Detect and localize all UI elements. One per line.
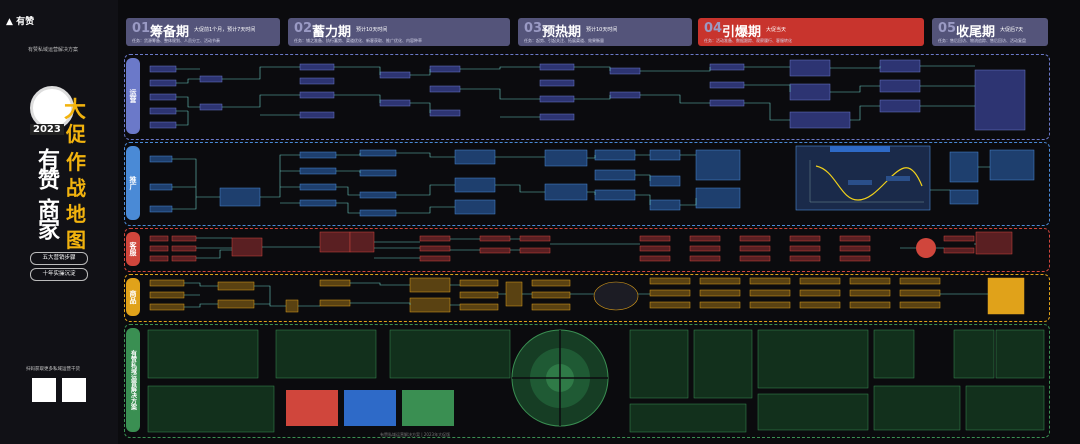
service-hub [916,238,936,258]
title-gold-4: 战 [66,176,86,200]
title-gold-3: 作 [66,150,86,174]
lane-goods [124,274,1050,322]
service-nodes [149,231,1013,262]
lane-label-promo: 推广 [126,146,140,220]
footer-note: 有赞私域运营解决方案 | 2023年大促版 [380,432,451,437]
lane-promo [124,142,1050,226]
pill-experience: 十年实操沉淀 [30,268,88,281]
lane-solution [124,324,1050,438]
promo-nodes [149,149,1035,217]
goods-nodes [149,277,1025,315]
title-line-1: 有赞 [34,148,59,188]
title-gold-2: 促 [66,122,86,146]
year-badge: 2023 [30,124,64,135]
lane-ops [124,54,1050,140]
qr-caption: 扫码获取更多私域运营干货 [26,367,80,372]
card-digital [402,390,454,426]
lane-label-goods: 商品 [126,278,140,316]
lane-label-ops: 运营 [126,58,140,134]
mascot-icon [30,86,74,130]
qr-code-1 [32,378,56,402]
qr-code-2 [62,378,86,402]
subtitle: 有赞私域运营解决方案 [28,47,79,53]
service-links [196,237,976,259]
title-line-2: 商家 [34,198,59,238]
title-gold-1: 大 [64,98,87,123]
chart-panel [795,145,931,211]
title-gold-6: 图 [66,228,86,252]
lane-label-service: 客服 [126,232,140,266]
promo-links [172,152,990,214]
card-dtc [344,390,396,426]
solution-wheel [511,329,609,427]
goods-links [184,282,988,308]
solution-cards [147,329,1045,433]
brand-logo: ▲ 有赞 [6,17,35,27]
card-content [286,390,338,426]
goods-hub [593,281,639,311]
pill-steps: 五大营销步骤 [30,252,88,265]
ops-links [176,65,975,126]
lane-label-solution: 有赞私域运营解决方案 [126,328,140,432]
title-gold-5: 地 [66,202,86,226]
ops-nodes [149,59,1026,131]
left-panel: ▲ 有赞 有赞私域运营解决方案 2023 大 促 作 战 地 图 有赞 商家 五… [0,0,118,444]
lane-service [124,228,1050,272]
